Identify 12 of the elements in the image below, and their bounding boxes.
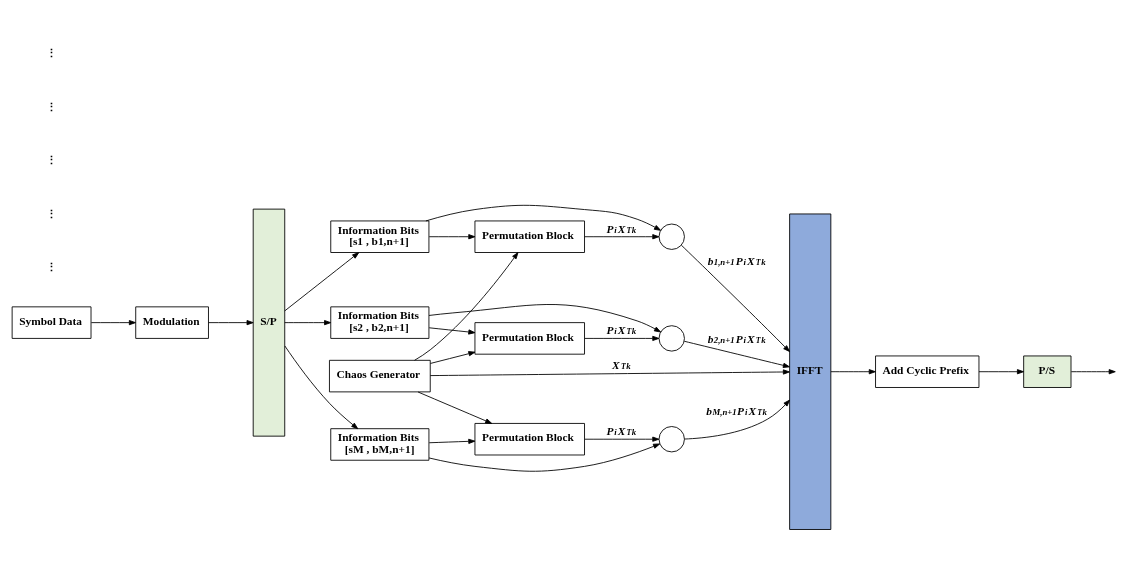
- edge-label: b2,n+1PiXTk: [707, 332, 766, 345]
- label: ⋮: [45, 100, 57, 113]
- edge-label: bM,n+1PiXTk: [706, 404, 767, 417]
- edge-label: PiXTk: [606, 323, 637, 336]
- label: ⋮: [45, 260, 57, 273]
- edge-label: b1,n+1PiXTk: [707, 254, 766, 267]
- edge-label: PiXTk: [606, 424, 637, 437]
- label: ⋮: [45, 207, 57, 220]
- edge-label: PiXTk: [606, 222, 637, 235]
- label: ⋮: [45, 153, 57, 166]
- label: ⋮: [45, 46, 57, 59]
- edge-label: XTk: [612, 358, 631, 371]
